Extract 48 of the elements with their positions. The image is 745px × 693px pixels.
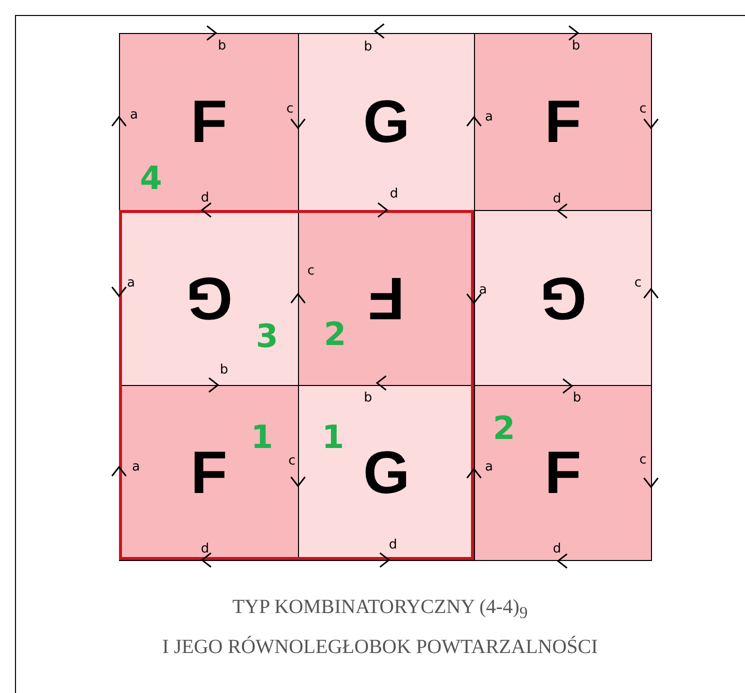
tile-cell (298, 33, 475, 211)
tile-cell (474, 33, 652, 211)
tile-cell (119, 210, 299, 386)
side-label: a (130, 108, 138, 122)
tile-cell (119, 33, 299, 211)
side-label: b (220, 364, 228, 376)
tile-letter: G (363, 92, 410, 152)
side-label: b (572, 392, 582, 404)
side-label: b (572, 40, 580, 52)
side-label: c (288, 454, 296, 468)
region-number: 2 (324, 318, 346, 350)
tile-letter: F (368, 268, 405, 328)
tile-letter: F (190, 92, 228, 152)
side-label: d (390, 188, 398, 200)
side-label: a (479, 284, 487, 296)
side-label: d (200, 542, 210, 556)
tile-letter: G (186, 268, 232, 328)
region-number: 4 (140, 162, 162, 194)
side-label: c (286, 102, 294, 116)
side-label: c (307, 264, 315, 278)
tile-cell (298, 385, 475, 561)
tile-letter: F (544, 92, 582, 152)
side-label: d (552, 542, 562, 556)
side-label: a (127, 276, 135, 290)
side-label: d (388, 538, 398, 552)
region-number: 2 (492, 412, 516, 444)
side-label: a (132, 460, 140, 474)
tile-letter: G (540, 268, 586, 328)
tile-letter: F (544, 443, 582, 503)
side-label: d (552, 192, 562, 206)
tile-cell (474, 385, 652, 561)
side-label: b (364, 40, 372, 54)
tile-cell (474, 210, 652, 386)
caption: TYP KOMBINATORYCZNY (4-4)$_{9}$ I JEGO RÓWNOLEGŁOBOK POWTARZALNOŚCI (161, 595, 599, 660)
side-label: a (485, 110, 493, 124)
side-label: c (639, 454, 647, 466)
region-number: 3 (256, 320, 278, 352)
side-label: b (364, 392, 372, 404)
side-label: c (639, 102, 647, 116)
side-label: d (200, 192, 210, 204)
side-label: c (634, 276, 642, 290)
tile-letter: G (363, 443, 410, 503)
tile-letter: F (190, 443, 228, 503)
side-label: b (218, 40, 226, 52)
region-number: 1 (250, 421, 274, 453)
tile-cell (119, 385, 299, 561)
region-number: 1 (322, 421, 344, 453)
side-label: a (485, 460, 493, 474)
